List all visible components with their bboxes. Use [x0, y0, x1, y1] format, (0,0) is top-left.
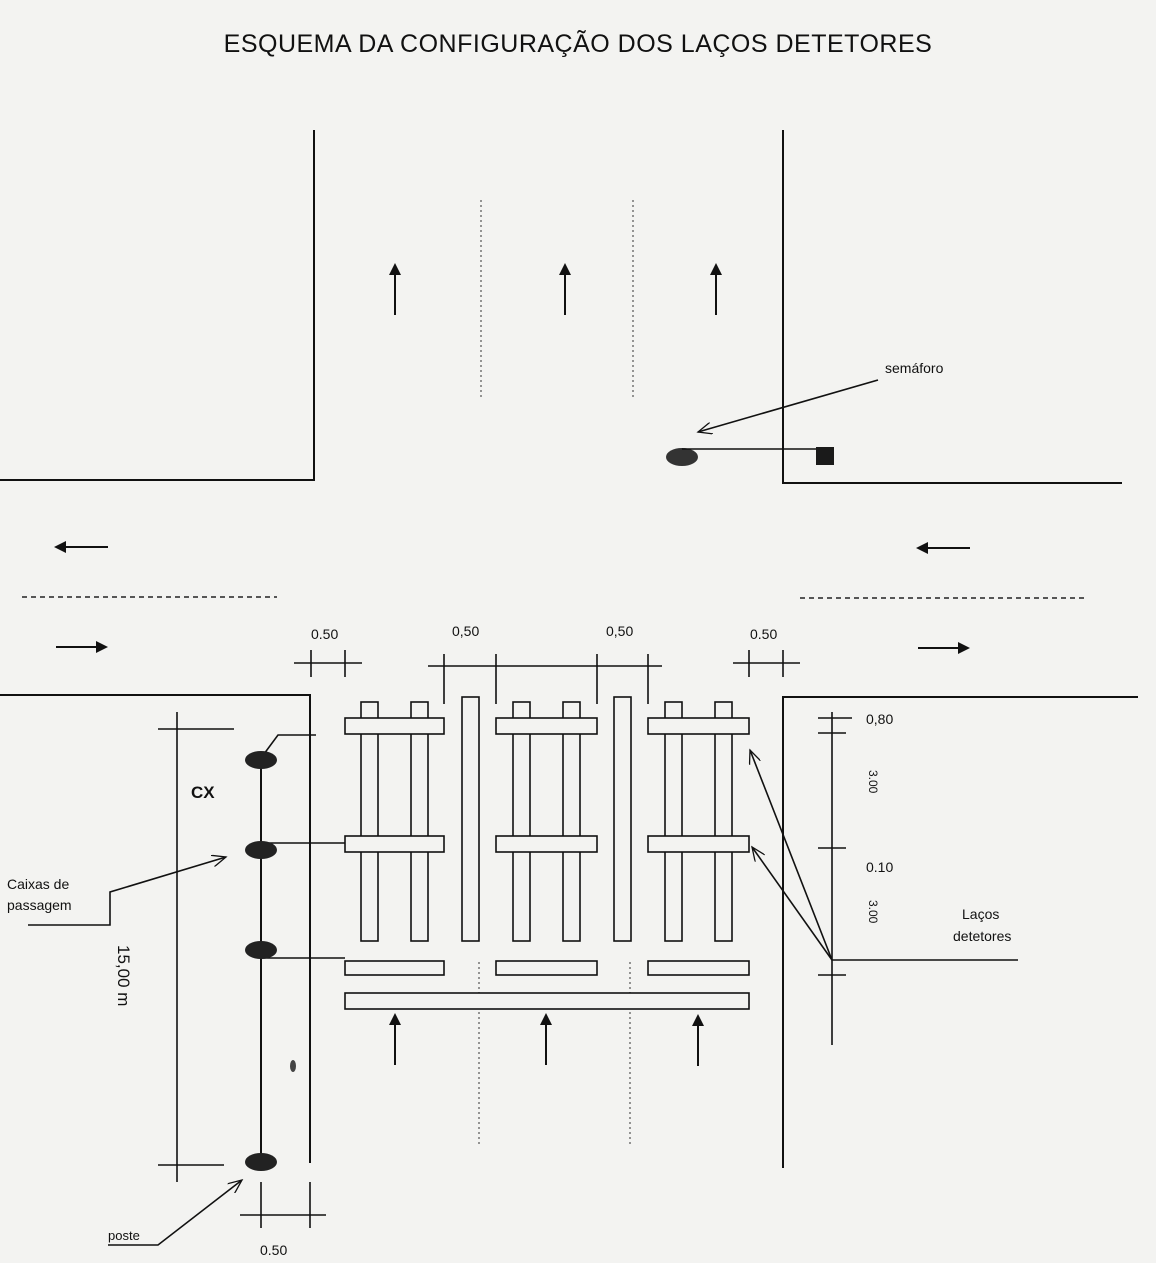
dim-bottom: 0.50 — [260, 1242, 287, 1258]
loop-horizontal — [495, 960, 598, 976]
caixas-label-2: passagem — [7, 897, 72, 913]
dist-label: 15,00 m — [114, 945, 133, 1006]
curb-bottom-left — [0, 694, 311, 1163]
poste-leader — [108, 1180, 242, 1246]
poste-label: poste — [108, 1228, 140, 1243]
loop-horizontal — [495, 835, 598, 853]
curb-bottom-right — [782, 696, 1138, 1168]
loop-vertical — [562, 701, 581, 942]
loop-horizontal — [495, 717, 598, 735]
curb-top-right — [782, 130, 1122, 484]
passage-box — [245, 841, 277, 859]
lacos-pointer — [752, 847, 833, 961]
loop-vertical — [410, 701, 429, 942]
loop-horizontal — [344, 835, 445, 853]
dim-top-a: 0.50 — [311, 626, 338, 642]
signal-head — [666, 448, 698, 466]
lacos-label-1: Laços — [962, 906, 999, 922]
pole — [245, 1153, 277, 1171]
flow-arrows — [54, 263, 970, 1066]
curb-top-left — [0, 130, 315, 481]
loop-vertical — [360, 701, 379, 942]
mark — [290, 1060, 296, 1072]
dim-right-1: 0,80 — [866, 711, 893, 727]
caixas-leader — [28, 857, 226, 926]
semaforo-label: semáforo — [885, 360, 944, 376]
length-dimension: 15,00 m — [114, 712, 234, 1182]
right-dimensions: 0,80 3.00 0.10 3.00 Laços detetores — [750, 711, 1018, 1045]
top-dimensions: 0.50 0,50 0,50 0.50 — [294, 623, 800, 704]
conduit-branch — [260, 734, 316, 759]
conduit-system: CX Caixas de passagem poste — [7, 734, 345, 1246]
dim-top-d: 0.50 — [750, 626, 777, 642]
loop-vertical — [664, 701, 683, 942]
loop-long — [344, 992, 750, 1010]
loop-vertical — [613, 696, 632, 942]
caixas-label-1: Caixas de — [7, 876, 69, 892]
dim-right-3: 0.10 — [866, 859, 893, 875]
cx-label: CX — [191, 783, 215, 802]
passage-box — [245, 941, 277, 959]
dim-top-c: 0,50 — [606, 623, 633, 639]
road-edges — [0, 130, 1138, 1168]
signal-pole-box — [816, 447, 834, 465]
traffic-signal: semáforo — [666, 360, 944, 466]
diagram-title: ESQUEMA DA CONFIGURAÇÃO DOS LAÇOS DETETO… — [223, 30, 933, 58]
loop-vertical — [714, 701, 733, 942]
loop-horizontal — [647, 835, 750, 853]
lacos-pointer — [750, 750, 833, 961]
loop-horizontal — [647, 960, 750, 976]
passage-box — [245, 751, 277, 769]
loop-horizontal — [647, 717, 750, 735]
loop-horizontal — [344, 717, 445, 735]
lacos-label-2: detetores — [953, 928, 1011, 944]
bottom-dimension: 0.50 — [240, 1182, 326, 1258]
detector-loops — [344, 696, 750, 1010]
loop-horizontal — [344, 960, 445, 976]
signal-leader — [698, 379, 879, 432]
dim-right-2: 3.00 — [866, 770, 880, 794]
dim-right-4: 3.00 — [866, 900, 880, 924]
dim-top-b: 0,50 — [452, 623, 479, 639]
loop-vertical — [461, 696, 480, 942]
loop-vertical — [512, 701, 531, 942]
